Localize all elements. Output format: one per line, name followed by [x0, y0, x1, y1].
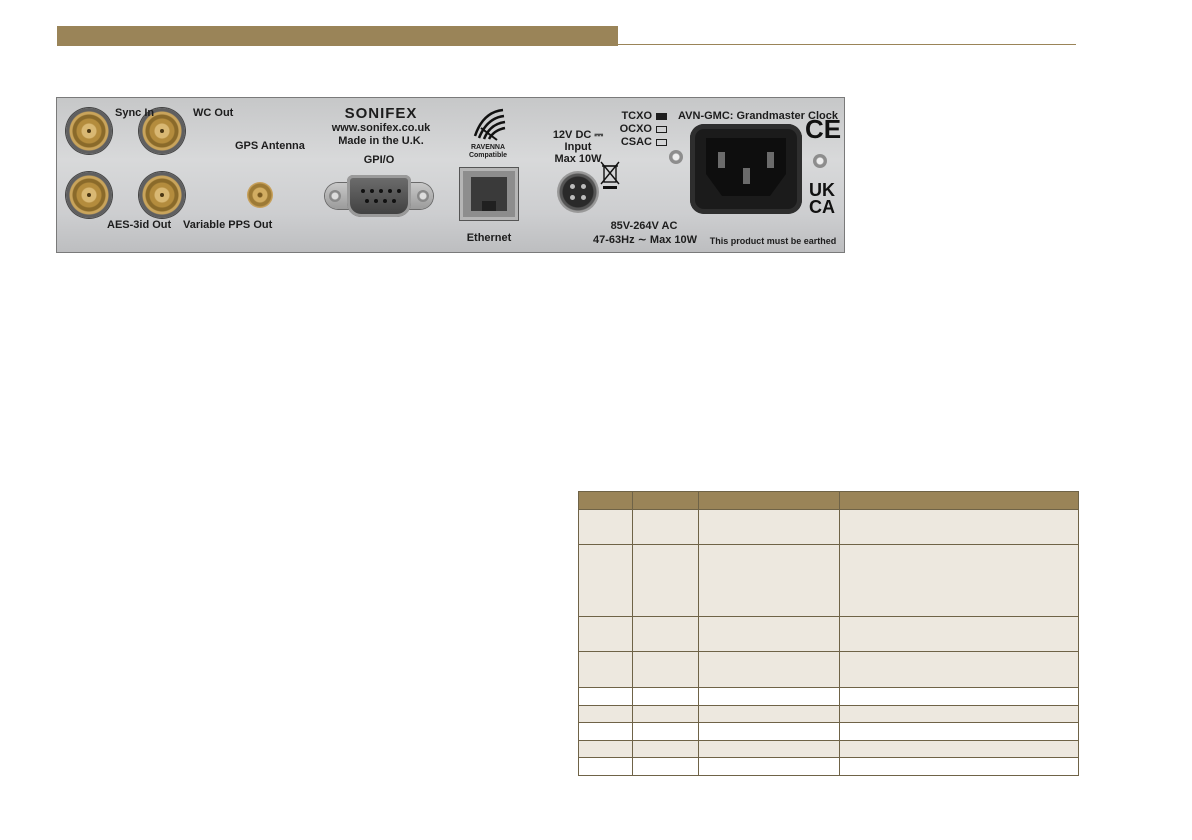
ac-frequency-label: 47-63Hz ∼ Max 10W	[593, 234, 697, 246]
ukca-mark: UK CA	[809, 180, 835, 217]
dc-input-label-line3: Max 10W	[554, 153, 602, 165]
rear-panel-image: Sync In WC Out AES-3id Out Variable PPS …	[56, 97, 845, 253]
ce-mark: CE	[805, 114, 842, 144]
table-header-cell	[578, 491, 633, 510]
table-row	[578, 722, 1079, 741]
table-row	[578, 687, 1079, 706]
table-row	[578, 740, 1079, 758]
tcxo-checkbox-icon	[656, 112, 667, 120]
earth-warning-text: This product must be earthed	[709, 236, 837, 246]
table-header-cell	[839, 491, 1079, 510]
aes-out-label: AES-3id Out	[107, 219, 172, 231]
gps-antenna-sma-connector	[247, 182, 273, 208]
model-name: AVN-GMC: Grandmaster Clock	[678, 110, 838, 122]
iec-mains-inlet	[690, 124, 802, 214]
tcxo-option: TCXO	[617, 110, 667, 122]
gpio-label: GPI/O	[363, 154, 395, 166]
dc-input-label-line1: 12V DC ⎓	[552, 129, 604, 141]
csac-option: CSAC	[617, 136, 667, 148]
pps-out-label: Variable PPS Out	[183, 219, 273, 231]
ac-voltage-label: 85V-264V AC	[610, 220, 678, 232]
sync-in-label: Sync In	[115, 107, 155, 119]
table-row	[578, 509, 1079, 545]
made-in-text: Made in the U.K.	[338, 135, 424, 147]
connector-table	[578, 491, 1079, 776]
header-rule	[618, 44, 1076, 45]
ethernet-rj45-port	[460, 168, 518, 220]
gpio-dsub-connector	[325, 175, 433, 217]
table-row	[578, 757, 1079, 776]
ravenna-logo-icon	[473, 108, 506, 141]
gps-antenna-label: GPS Antenna	[235, 140, 305, 152]
table-row	[578, 616, 1079, 652]
wc-out-label: WC Out	[193, 107, 234, 119]
weee-bin-icon	[600, 161, 620, 189]
ravenna-label: RAVENNA	[470, 144, 506, 151]
table-header-cell	[698, 491, 840, 510]
panel-screw	[813, 154, 827, 168]
sync-in-bnc-connector	[66, 108, 112, 154]
aes-out-bnc-connector	[66, 172, 112, 218]
panel-screw	[669, 150, 683, 164]
wc-out-bnc-connector	[139, 108, 185, 154]
brand-logo: SONIFEX	[344, 105, 418, 122]
table-row	[578, 651, 1079, 688]
table-row	[578, 705, 1079, 723]
ocxo-checkbox-icon	[656, 125, 667, 133]
ocxo-option: OCXO	[617, 123, 667, 135]
table-row	[578, 544, 1079, 617]
pps-out-bnc-connector	[139, 172, 185, 218]
table-header-cell	[632, 491, 699, 510]
dc-input-label-line2: Input	[564, 141, 592, 153]
ravenna-compatible-label: Compatible	[468, 152, 508, 159]
csac-checkbox-icon	[656, 138, 667, 146]
table-header-row	[578, 491, 1079, 510]
dc-power-jack	[557, 171, 599, 213]
website-text: www.sonifex.co.uk	[331, 122, 431, 134]
ethernet-label: Ethernet	[466, 232, 512, 244]
header-bar	[57, 26, 618, 46]
